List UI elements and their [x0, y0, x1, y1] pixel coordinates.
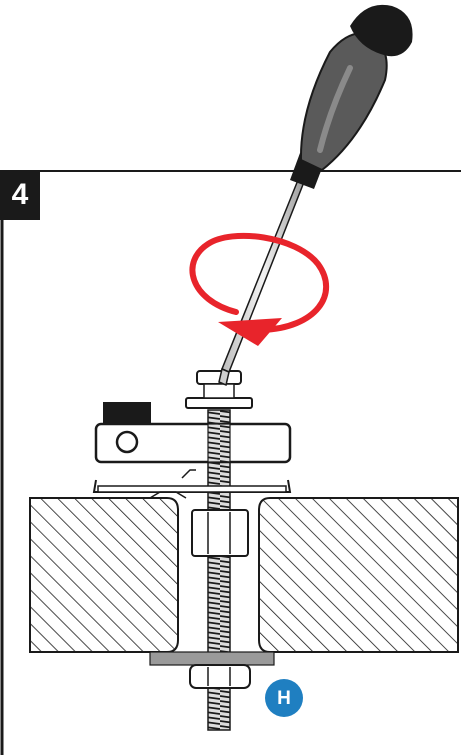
countertop-left-slab: [29, 497, 179, 653]
countertop-section: [29, 497, 459, 653]
bracket-block: [94, 402, 292, 464]
part-label-text: H: [277, 687, 291, 709]
mounting-clip: [92, 469, 292, 499]
part-label-badge: H: [265, 679, 303, 717]
top-bolt: [185, 370, 253, 409]
coupling-nut: [191, 509, 249, 557]
step-number: 4: [11, 178, 29, 211]
rotate-arrow-icon: [189, 232, 330, 346]
step-number-badge: 4: [0, 170, 40, 220]
step-frame: [0, 170, 461, 755]
bottom-nut: [189, 664, 251, 689]
washer-h: [149, 651, 275, 666]
countertop-right-slab: [258, 497, 459, 653]
